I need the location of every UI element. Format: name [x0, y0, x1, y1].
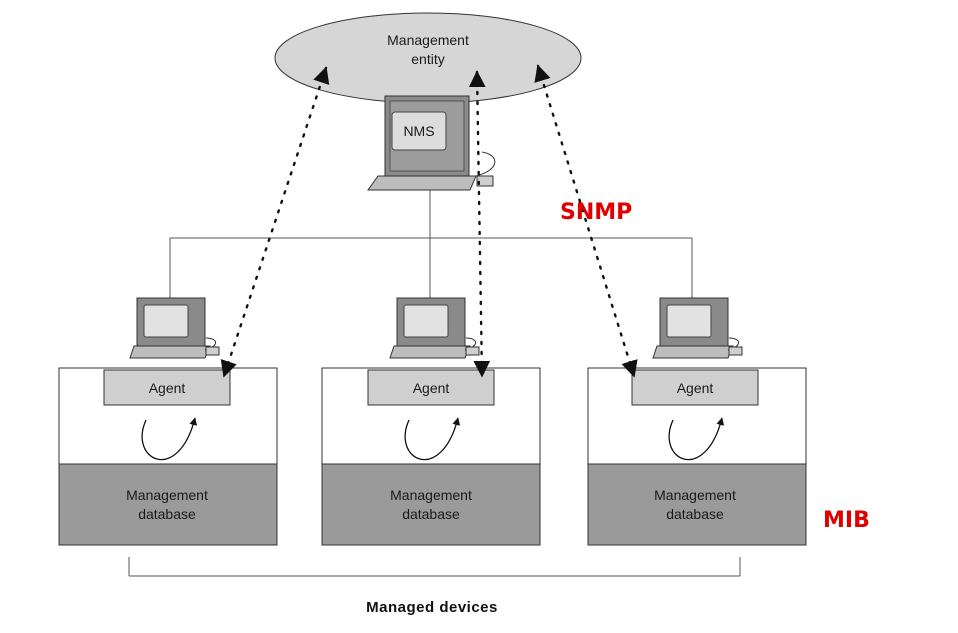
snmp-arrows: [220, 64, 638, 378]
managed-device-1: Agent Management database: [58, 297, 278, 546]
management-entity: Management entity: [274, 12, 582, 104]
snmp-arrow-center: [468, 70, 491, 378]
snmp-arrow-left: [220, 66, 330, 378]
database-label-line1: Management: [654, 487, 736, 503]
database-label-line1: Management: [390, 487, 472, 503]
managed-devices-bracket: [128, 557, 741, 577]
management-entity-label-line1: Management: [387, 32, 469, 48]
agent-label: Agent: [413, 380, 450, 396]
database-label-line2: database: [138, 506, 196, 522]
device-computer-icon: [129, 297, 220, 359]
internal-arrow: [668, 417, 725, 461]
agent-label: Agent: [677, 380, 714, 396]
managed-devices-label: Managed devices: [366, 599, 498, 616]
database-label-line1: Management: [126, 487, 208, 503]
internal-arrow: [141, 417, 198, 461]
managed-device-2: Agent Management database: [321, 297, 541, 546]
management-entity-label-line2: entity: [411, 51, 444, 67]
nms-computer-icon: NMS: [367, 95, 496, 191]
snmp-label: SNMP: [560, 200, 632, 225]
internal-arrow: [404, 417, 461, 461]
snmp-arrow-right: [534, 64, 638, 378]
managed-device-3: Agent Management database: [587, 297, 807, 546]
agent-label: Agent: [149, 380, 186, 396]
mib-label: MIB: [823, 508, 870, 533]
database-label-line2: database: [666, 506, 724, 522]
nms-label: NMS: [403, 123, 434, 139]
database-label-line2: database: [402, 506, 460, 522]
device-computer-icon: [652, 297, 743, 359]
device-computer-icon: [389, 297, 480, 359]
